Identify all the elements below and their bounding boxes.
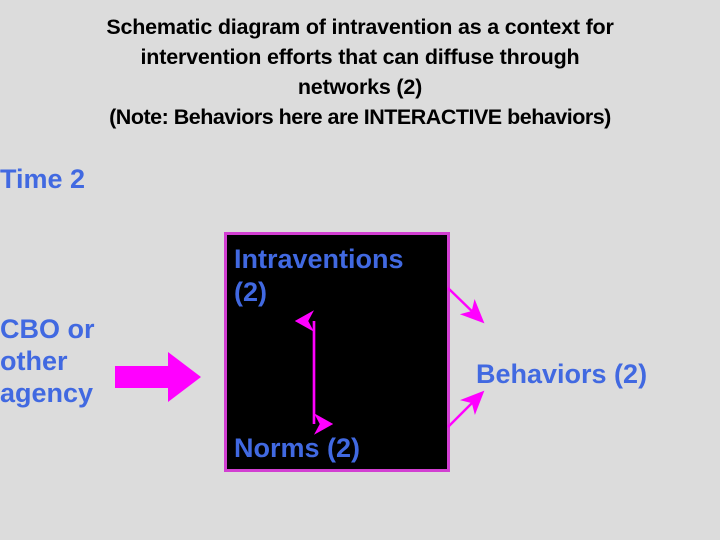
cbo-to-box-block-arrow [115,352,201,402]
title-line-1: Schematic diagram of intravention as a c… [106,15,614,39]
behaviors-label: Behaviors (2) [476,359,648,389]
norms-label: Norms (2) [234,433,361,463]
cbo-agency-label: CBO or other agency [0,314,95,408]
title-note: (Note: Behaviors here are INTERACTIVE be… [109,105,611,129]
intraventions-box [224,232,450,472]
page-title: Schematic diagram of intravention as a c… [0,12,720,132]
intraventions-label: Intraventions (2) [234,244,404,307]
box-to-behaviors-up-arrow [447,390,485,428]
title-line-3: networks (2) [297,75,423,99]
time-label: Time 2 [0,164,86,194]
title-line-2: intervention efforts that can diffuse th… [140,45,580,69]
